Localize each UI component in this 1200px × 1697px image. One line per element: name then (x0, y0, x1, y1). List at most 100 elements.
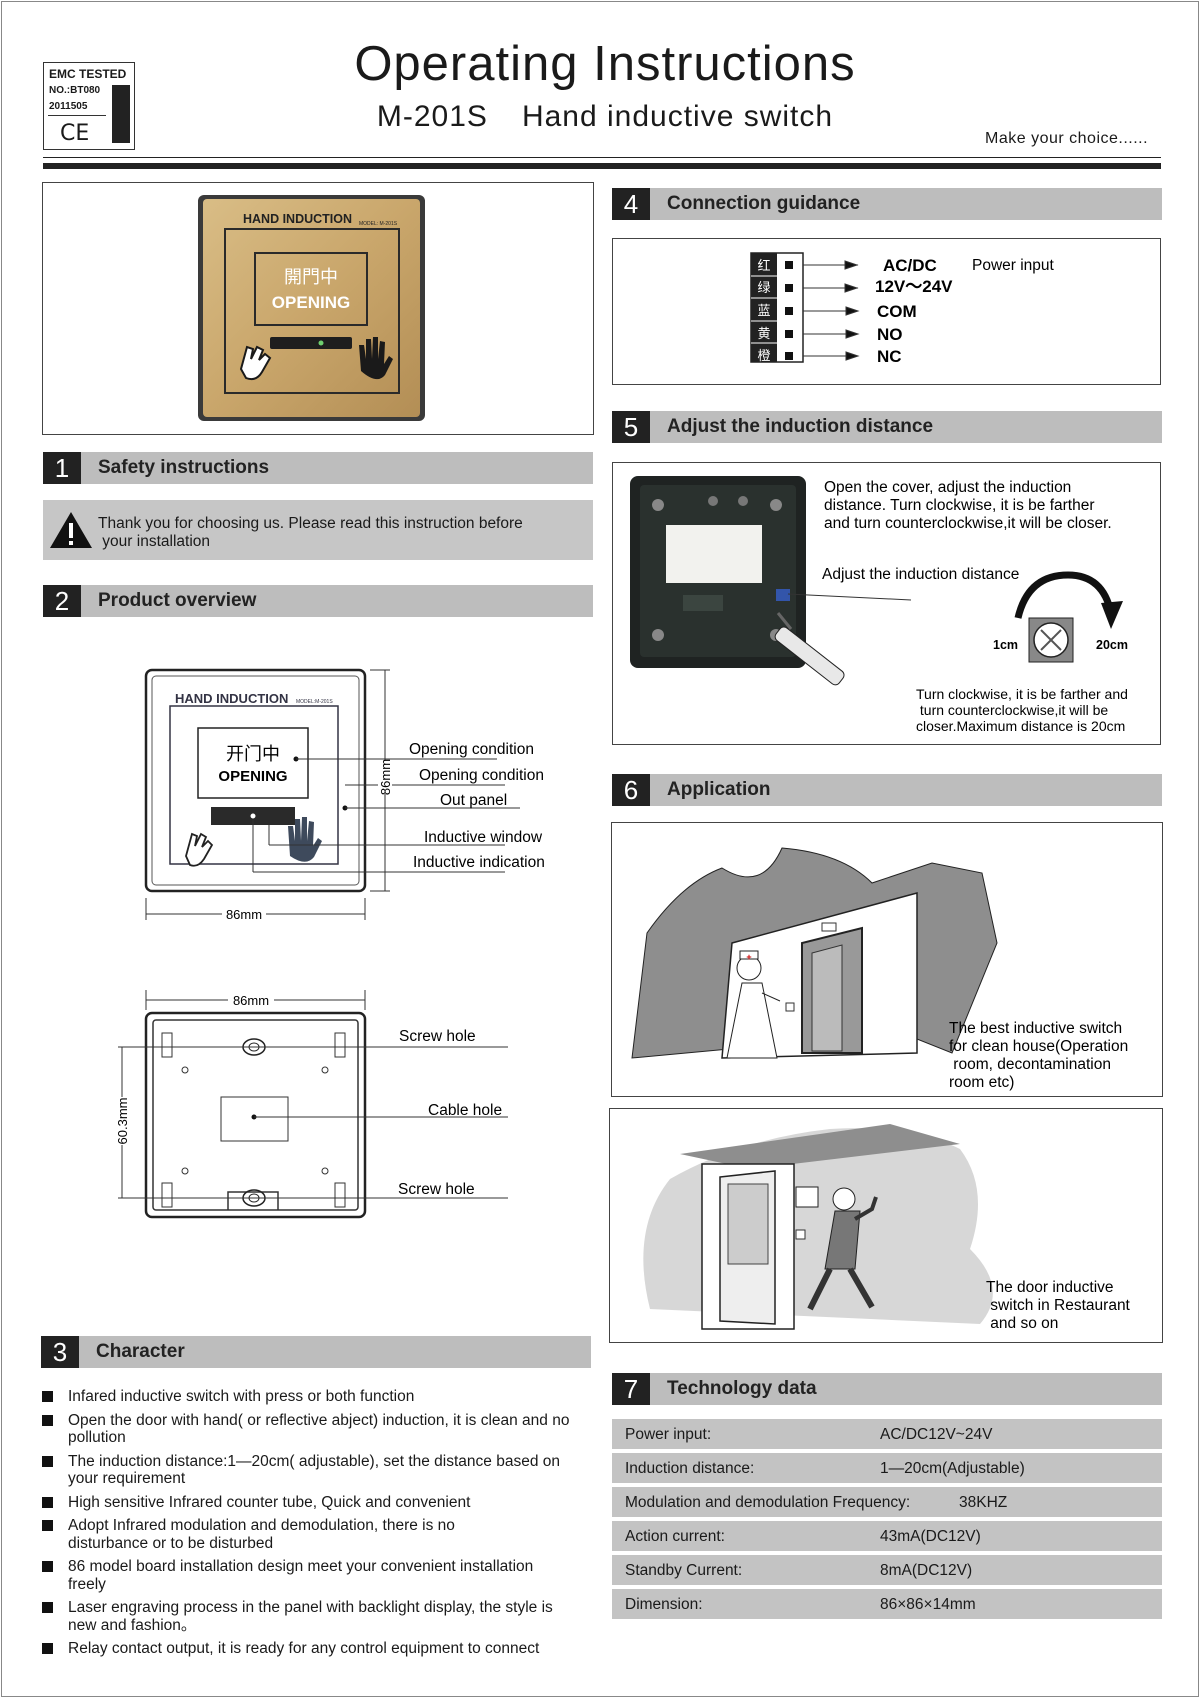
section-1-title: Safety instructions (98, 457, 270, 478)
front-view-diagram: HAND INDUCTION MODEL:M-201S 开门中 OPENING … (144, 668, 545, 922)
adjust-desc-line3: and turn counterclockwise,it will be clo… (824, 515, 1112, 532)
back-width-dim: 86mm (233, 993, 269, 1008)
terminal-label-4: NO (877, 325, 903, 344)
front-label-1: Opening condition (409, 741, 534, 758)
wire-color-4: 黄 (757, 326, 770, 341)
tech-key: Dimension: (625, 1596, 703, 1613)
character-item: The induction distance:1—20cm( adjustabl… (42, 1453, 578, 1488)
potentiometer (776, 589, 790, 601)
emc-divider (48, 115, 106, 116)
adjust-note-line3: closer.Maximum distance is 20cm (916, 718, 1125, 734)
emc-line3: 2011505 (49, 101, 88, 112)
tech-value: 86×86×14mm (880, 1596, 976, 1613)
adjust-note-line2: turn counterclockwise,it will be (916, 702, 1108, 718)
header-rule-thick (43, 163, 1161, 169)
section-6-title: Application (667, 779, 771, 800)
table-row: Standby Current: 8mA(DC12V) (612, 1555, 1162, 1585)
terminal-label-2: 12V～24V (875, 277, 953, 296)
front-label-3: Out panel (440, 792, 507, 809)
terminal-label-5: NC (877, 347, 902, 366)
section-6-number: 6 (612, 774, 650, 806)
wire-color-5: 橙 (757, 348, 770, 363)
section-7-header: 7 Technology data (612, 1373, 1162, 1405)
min-distance-label: 1cm (993, 638, 1018, 652)
section-3-header: 3 Character (41, 1336, 591, 1368)
page-title: Operating Instructions (354, 37, 856, 91)
application-2-box: The door inductive switch in Restaurant … (609, 1108, 1163, 1343)
front-model: MODEL:M-201S (296, 699, 333, 705)
front-chinese: 开门中 (226, 744, 280, 764)
terminal-label-3: COM (877, 302, 917, 321)
product-photo: HAND INDUCTION MODEL: M-201S 開門中 OPENING (198, 195, 425, 421)
slogan: Make your choice...... (985, 130, 1149, 147)
page-subtitle: M-201S Hand inductive switch (300, 100, 910, 134)
front-left-hand-icon (185, 832, 214, 867)
tech-key: Standby Current: (625, 1562, 743, 1579)
back-label-1: Screw hole (399, 1028, 476, 1045)
restaurant-illustration: The door inductive switch in Restaurant … (643, 1124, 1131, 1332)
header-rule-thin (43, 157, 1161, 158)
sign-icon (795, 1186, 819, 1208)
tech-value: AC/DC12V~24V (880, 1426, 993, 1443)
back-view-diagram: 86mm Screw hole Cable hole Screw hole 60… (114, 990, 508, 1219)
adjust-desc-line1: Open the cover, adjust the induction (824, 479, 1071, 496)
model-number: M-201S (376, 100, 488, 133)
tech-value: 1—20cm(Adjustable) (880, 1460, 1025, 1477)
adjust-desc-line2: distance. Turn clockwise, it is be farth… (824, 497, 1095, 514)
photo-indicator-led (318, 340, 324, 346)
tech-key: Power input: (625, 1426, 712, 1443)
tech-value: 43mA(DC12V) (880, 1528, 981, 1545)
wire-color-3: 蓝 (757, 303, 770, 318)
back-label-3: Screw hole (398, 1181, 475, 1198)
front-width-dim: 86mm (226, 907, 262, 922)
svg-text:+: + (746, 952, 751, 962)
emc-line1: EMC TESTED (49, 67, 127, 81)
photo-model: MODEL: M-201S (359, 221, 398, 227)
table-row: Action current: 43mA(DC12V) (612, 1521, 1162, 1551)
application-1-line3: room, decontamination (949, 1056, 1111, 1073)
clockwise-arrow-icon (1014, 571, 1115, 619)
tech-value: 8mA(DC12V) (880, 1562, 973, 1579)
emc-certification-badge: EMC TESTED NO.:BT080 2011505 CE (43, 62, 135, 150)
product-name: Hand inductive switch (521, 100, 834, 133)
section-1-header: 1 Safety instructions (43, 452, 593, 484)
section-2-number: 2 (43, 585, 81, 617)
application-2-line3: and so on (986, 1315, 1058, 1332)
section-2-header: 2 Product overview (43, 585, 593, 617)
tech-value: 38KHZ (959, 1494, 1008, 1511)
front-label-4: Inductive window (424, 829, 543, 846)
photo-chinese: 開門中 (284, 267, 338, 287)
section-5-header: 5 Adjust the induction distance (612, 411, 1162, 443)
table-row: Induction distance: 1—20cm(Adjustable) (612, 1453, 1162, 1483)
tech-key: Induction distance: (625, 1460, 755, 1477)
front-label-5: Inductive indication (413, 854, 545, 871)
right-hand-icon (359, 337, 393, 380)
waiter-figure (832, 1187, 856, 1211)
section-1-number: 1 (43, 452, 81, 484)
adjust-distance-illustration: Open the cover, adjust the induction dis… (630, 476, 1128, 734)
ce-mark: CE (60, 121, 90, 146)
character-item: Infared inductive switch with press or b… (42, 1388, 568, 1406)
section-4-number: 4 (612, 188, 650, 220)
application-1-line4: room etc) (949, 1074, 1014, 1091)
pcb-label (666, 525, 762, 583)
character-item: Open the door with hand( or reflective a… (42, 1412, 588, 1447)
power-input-label: Power input (972, 257, 1055, 274)
table-row: Dimension: 86×86×14mm (612, 1589, 1162, 1619)
section-5-number: 5 (612, 411, 650, 443)
back-height-dim: 60.3mm (115, 1098, 130, 1145)
section-7-number: 7 (612, 1373, 650, 1405)
notice-line1: Thank you for choosing us. Please read t… (98, 515, 523, 532)
wall-switch-icon (785, 1002, 795, 1012)
left-hand-icon (239, 345, 272, 381)
warning-icon (50, 512, 92, 548)
application-1-line2: for clean house(Operation (949, 1038, 1128, 1055)
character-item: Adopt Infrared modulation and demodulati… (42, 1517, 538, 1552)
emc-line2: NO.:BT080 (49, 85, 101, 96)
panel-inner-frame (224, 228, 400, 394)
wire-color-1: 红 (757, 258, 770, 273)
emc-black-bar (112, 85, 130, 143)
cleanroom-illustration: + The best inductive switch for clean ho… (631, 847, 1128, 1091)
adjust-distance-box: Open the cover, adjust the induction dis… (612, 462, 1161, 745)
terminal-label-1: AC/DC (883, 256, 937, 275)
